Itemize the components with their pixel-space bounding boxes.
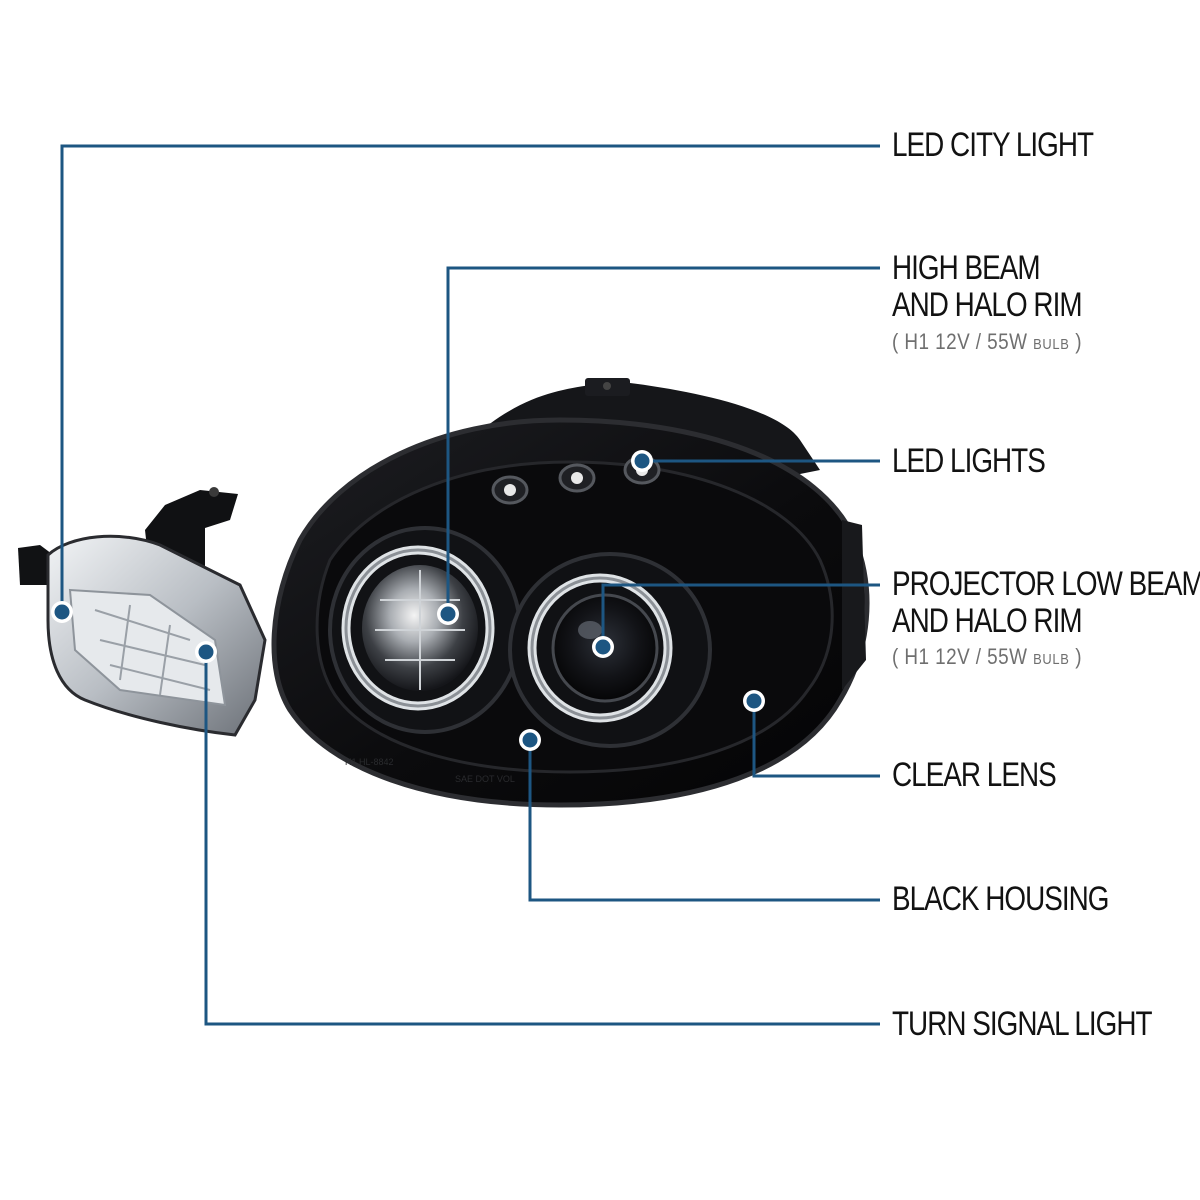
leader-line-turn-signal-light	[204, 652, 880, 1026]
leader-line-black-housing	[528, 740, 880, 902]
high-beam-reflector	[328, 526, 522, 734]
label-projector-line2: AND HALO RIM	[892, 602, 1083, 640]
svg-text:SAE DOT VOL: SAE DOT VOL	[455, 774, 515, 784]
label-turn-signal-light: TURN SIGNAL LIGHT	[892, 1005, 1153, 1043]
label-led-lights: LED LIGHTS	[892, 442, 1046, 480]
callout-dot-black-housing	[522, 732, 538, 748]
label-clear-lens: CLEAR LENS	[892, 756, 1057, 794]
callout-dot-projector-low-beam	[595, 639, 611, 655]
spec-projector: ( H1 12V / 55W BULB )	[892, 645, 1082, 672]
leader-line-led-city-light	[60, 144, 880, 612]
label-projector-line1: PROJECTOR LOW BEAM	[892, 565, 1200, 603]
spec-high-beam: ( H1 12V / 55W BULB )	[892, 330, 1082, 357]
spec-text: H1 12V / 55W	[904, 329, 1028, 354]
label-black-housing: BLACK HOUSING	[892, 880, 1109, 918]
leader-line-clear-lens	[752, 701, 880, 778]
callout-dot-led-lights	[634, 453, 650, 469]
spec-unit: BULB	[1033, 651, 1070, 668]
leader-line-high-beam	[446, 266, 880, 614]
spec-open: (	[892, 329, 899, 354]
callout-dot-high-beam	[440, 606, 456, 622]
spec-close: )	[1075, 644, 1082, 669]
callout-dot-clear-lens	[746, 693, 762, 709]
callout-dot-turn-signal-light	[198, 644, 214, 660]
label-high-beam-line2: AND HALO RIM	[892, 286, 1083, 324]
label-high-beam-line1: HIGH BEAM	[892, 249, 1041, 287]
callout-dot-led-city-light	[54, 604, 70, 620]
spec-open: (	[892, 644, 899, 669]
spec-text: H1 12V / 55W	[904, 644, 1028, 669]
leader-line-projector-low-beam	[601, 583, 880, 647]
label-led-city-light: LED CITY LIGHT	[892, 126, 1094, 164]
svg-text:H1 HL-8842: H1 HL-8842	[345, 757, 394, 767]
spec-unit: BULB	[1033, 336, 1070, 353]
spec-close: )	[1075, 329, 1082, 354]
